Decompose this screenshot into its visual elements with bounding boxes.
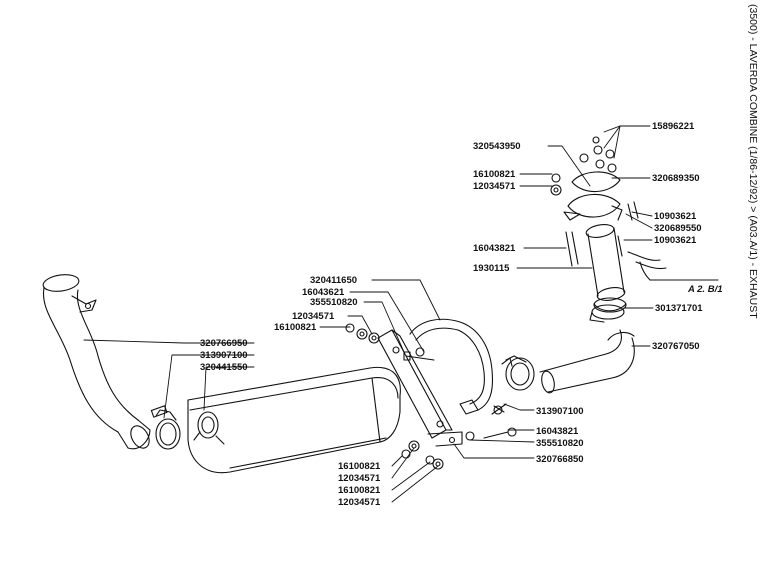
- label-16100821-left: 16100821: [274, 322, 317, 333]
- label-355510820-left: 355510820: [310, 297, 358, 308]
- bolt-washer-group-bottom: [401, 440, 444, 470]
- bolt-washer-group-left: [345, 323, 435, 361]
- label-301371701: 301371701: [655, 303, 703, 314]
- bolt-washer-group-right: [465, 403, 517, 441]
- label-320689350: 320689350: [652, 173, 700, 184]
- label-16100821-b2: 16100821: [338, 485, 381, 496]
- tail-pipe: [539, 329, 635, 394]
- label-12034571-top: 12034571: [473, 181, 516, 192]
- muffler: [187, 366, 401, 474]
- label-313907100-right: 313907100: [536, 406, 584, 417]
- label-320766850: 320766850: [536, 454, 584, 465]
- label-313907100-left: 313907100: [200, 350, 248, 361]
- reference-arrow: [639, 261, 719, 281]
- label-355510820-right: 355510820: [536, 438, 584, 449]
- upper-clamp-assembly: [550, 136, 639, 267]
- label-1930115: 1930115: [473, 263, 510, 274]
- part-labels: 15896221 320543950 16100821 12034571 320…: [200, 121, 723, 508]
- label-16100821-top: 16100821: [473, 169, 516, 180]
- vertical-pipe: [585, 224, 667, 313]
- label-320441550: 320441550: [200, 362, 248, 373]
- label-320543950: 320543950: [473, 141, 521, 152]
- label-320411650: 320411650: [310, 275, 357, 286]
- reference-a2-b1: A 2. B/1: [687, 284, 723, 295]
- label-10903621-b: 10903621: [654, 235, 697, 246]
- label-12034571-b1: 12034571: [338, 473, 381, 484]
- label-12034571-b2: 12034571: [338, 497, 381, 508]
- label-10903621-a: 10903621: [654, 211, 697, 222]
- label-16043821-top: 16043821: [473, 243, 516, 254]
- front-exhaust-pipe: [42, 274, 151, 450]
- label-320767050: 320767050: [652, 341, 700, 352]
- outlet-clamp: [589, 304, 625, 323]
- label-16043821-right: 16043821: [536, 426, 579, 437]
- mounting-bracket-center: [377, 329, 463, 447]
- label-12034571-left: 12034571: [292, 311, 335, 322]
- label-16100821-b1: 16100821: [338, 461, 381, 472]
- label-320689550: 320689550: [654, 223, 702, 234]
- page-title: (3500) - LAVERDA COMBINE (1/86-12/92) > …: [747, 4, 759, 319]
- label-15896221: 15896221: [652, 121, 695, 132]
- label-320766950: 320766950: [200, 338, 248, 349]
- leader-lines: [83, 125, 654, 503]
- strap-bracket: [409, 318, 494, 415]
- clamp-left: [150, 405, 181, 450]
- clamp-right: [501, 355, 535, 391]
- label-16043621: 16043621: [302, 287, 345, 298]
